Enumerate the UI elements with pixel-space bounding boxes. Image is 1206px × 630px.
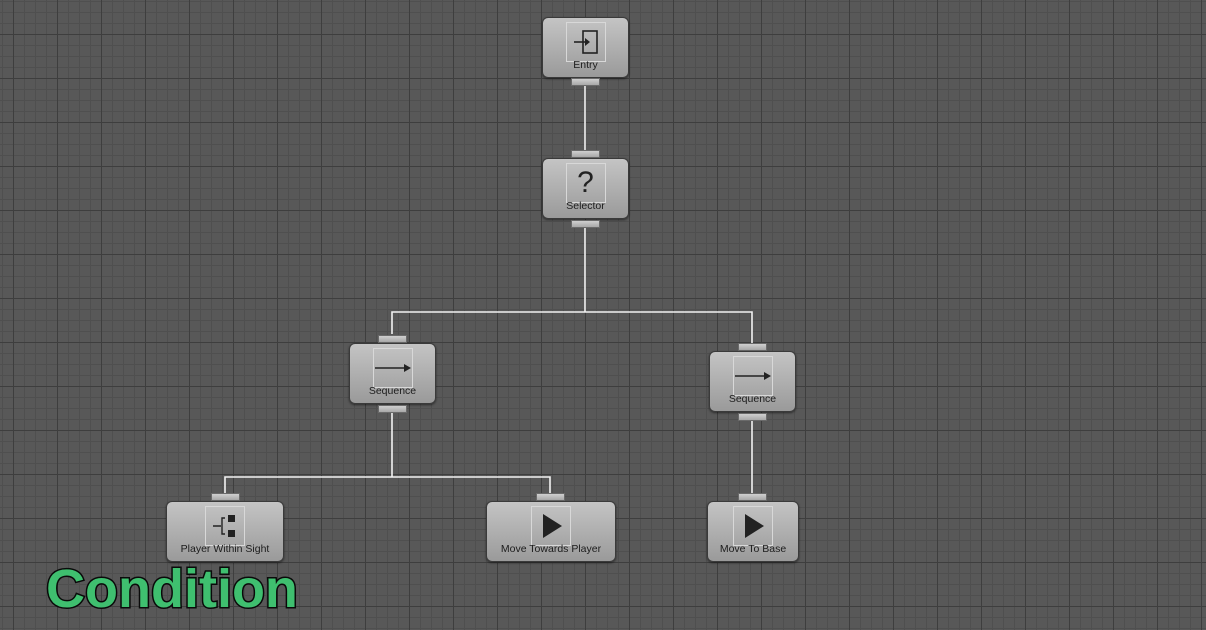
caption-condition: Condition [45, 558, 300, 621]
player-within-sight-node[interactable]: Player Within Sight [166, 501, 284, 562]
play-icon [531, 506, 571, 546]
move-to-base-node[interactable]: Move To Base [707, 501, 799, 562]
arrow-right-icon [372, 348, 413, 388]
sequence-left-input-port[interactable] [378, 335, 407, 343]
move-towards-player-node[interactable]: Move Towards Player [486, 501, 616, 562]
selector-output-port[interactable] [571, 220, 600, 228]
node-label: Player Within Sight [180, 543, 270, 555]
entry-icon [565, 22, 606, 62]
selector-node[interactable]: ? Selector [542, 158, 629, 219]
sequence-right-input-port[interactable] [738, 343, 767, 351]
selector-input-port[interactable] [571, 150, 600, 158]
entry-node[interactable]: Entry [542, 17, 629, 78]
sequence-right-node[interactable]: Sequence [709, 351, 796, 412]
sequence-right-output-port[interactable] [738, 413, 767, 421]
node-label: Sequence [368, 385, 417, 397]
player-within-sight-input-port[interactable] [211, 493, 240, 501]
node-label: Entry [573, 59, 598, 71]
entry-output-port[interactable] [571, 78, 600, 86]
node-label: Sequence [728, 393, 777, 405]
sequence-left-output-port[interactable] [378, 405, 407, 413]
condition-icon [205, 506, 245, 546]
edge-selector-sequences [391, 228, 753, 343]
arrow-right-icon [732, 356, 773, 396]
move-towards-player-input-port[interactable] [536, 493, 565, 501]
node-label: Move Towards Player [500, 543, 602, 555]
move-to-base-input-port[interactable] [738, 493, 767, 501]
edge-sequence-left-children [224, 413, 551, 493]
node-label: Move To Base [719, 543, 787, 555]
play-icon [733, 506, 773, 546]
node-label: Selector [566, 200, 605, 212]
sequence-left-node[interactable]: Sequence [349, 343, 436, 404]
question-icon: ? [565, 163, 606, 203]
